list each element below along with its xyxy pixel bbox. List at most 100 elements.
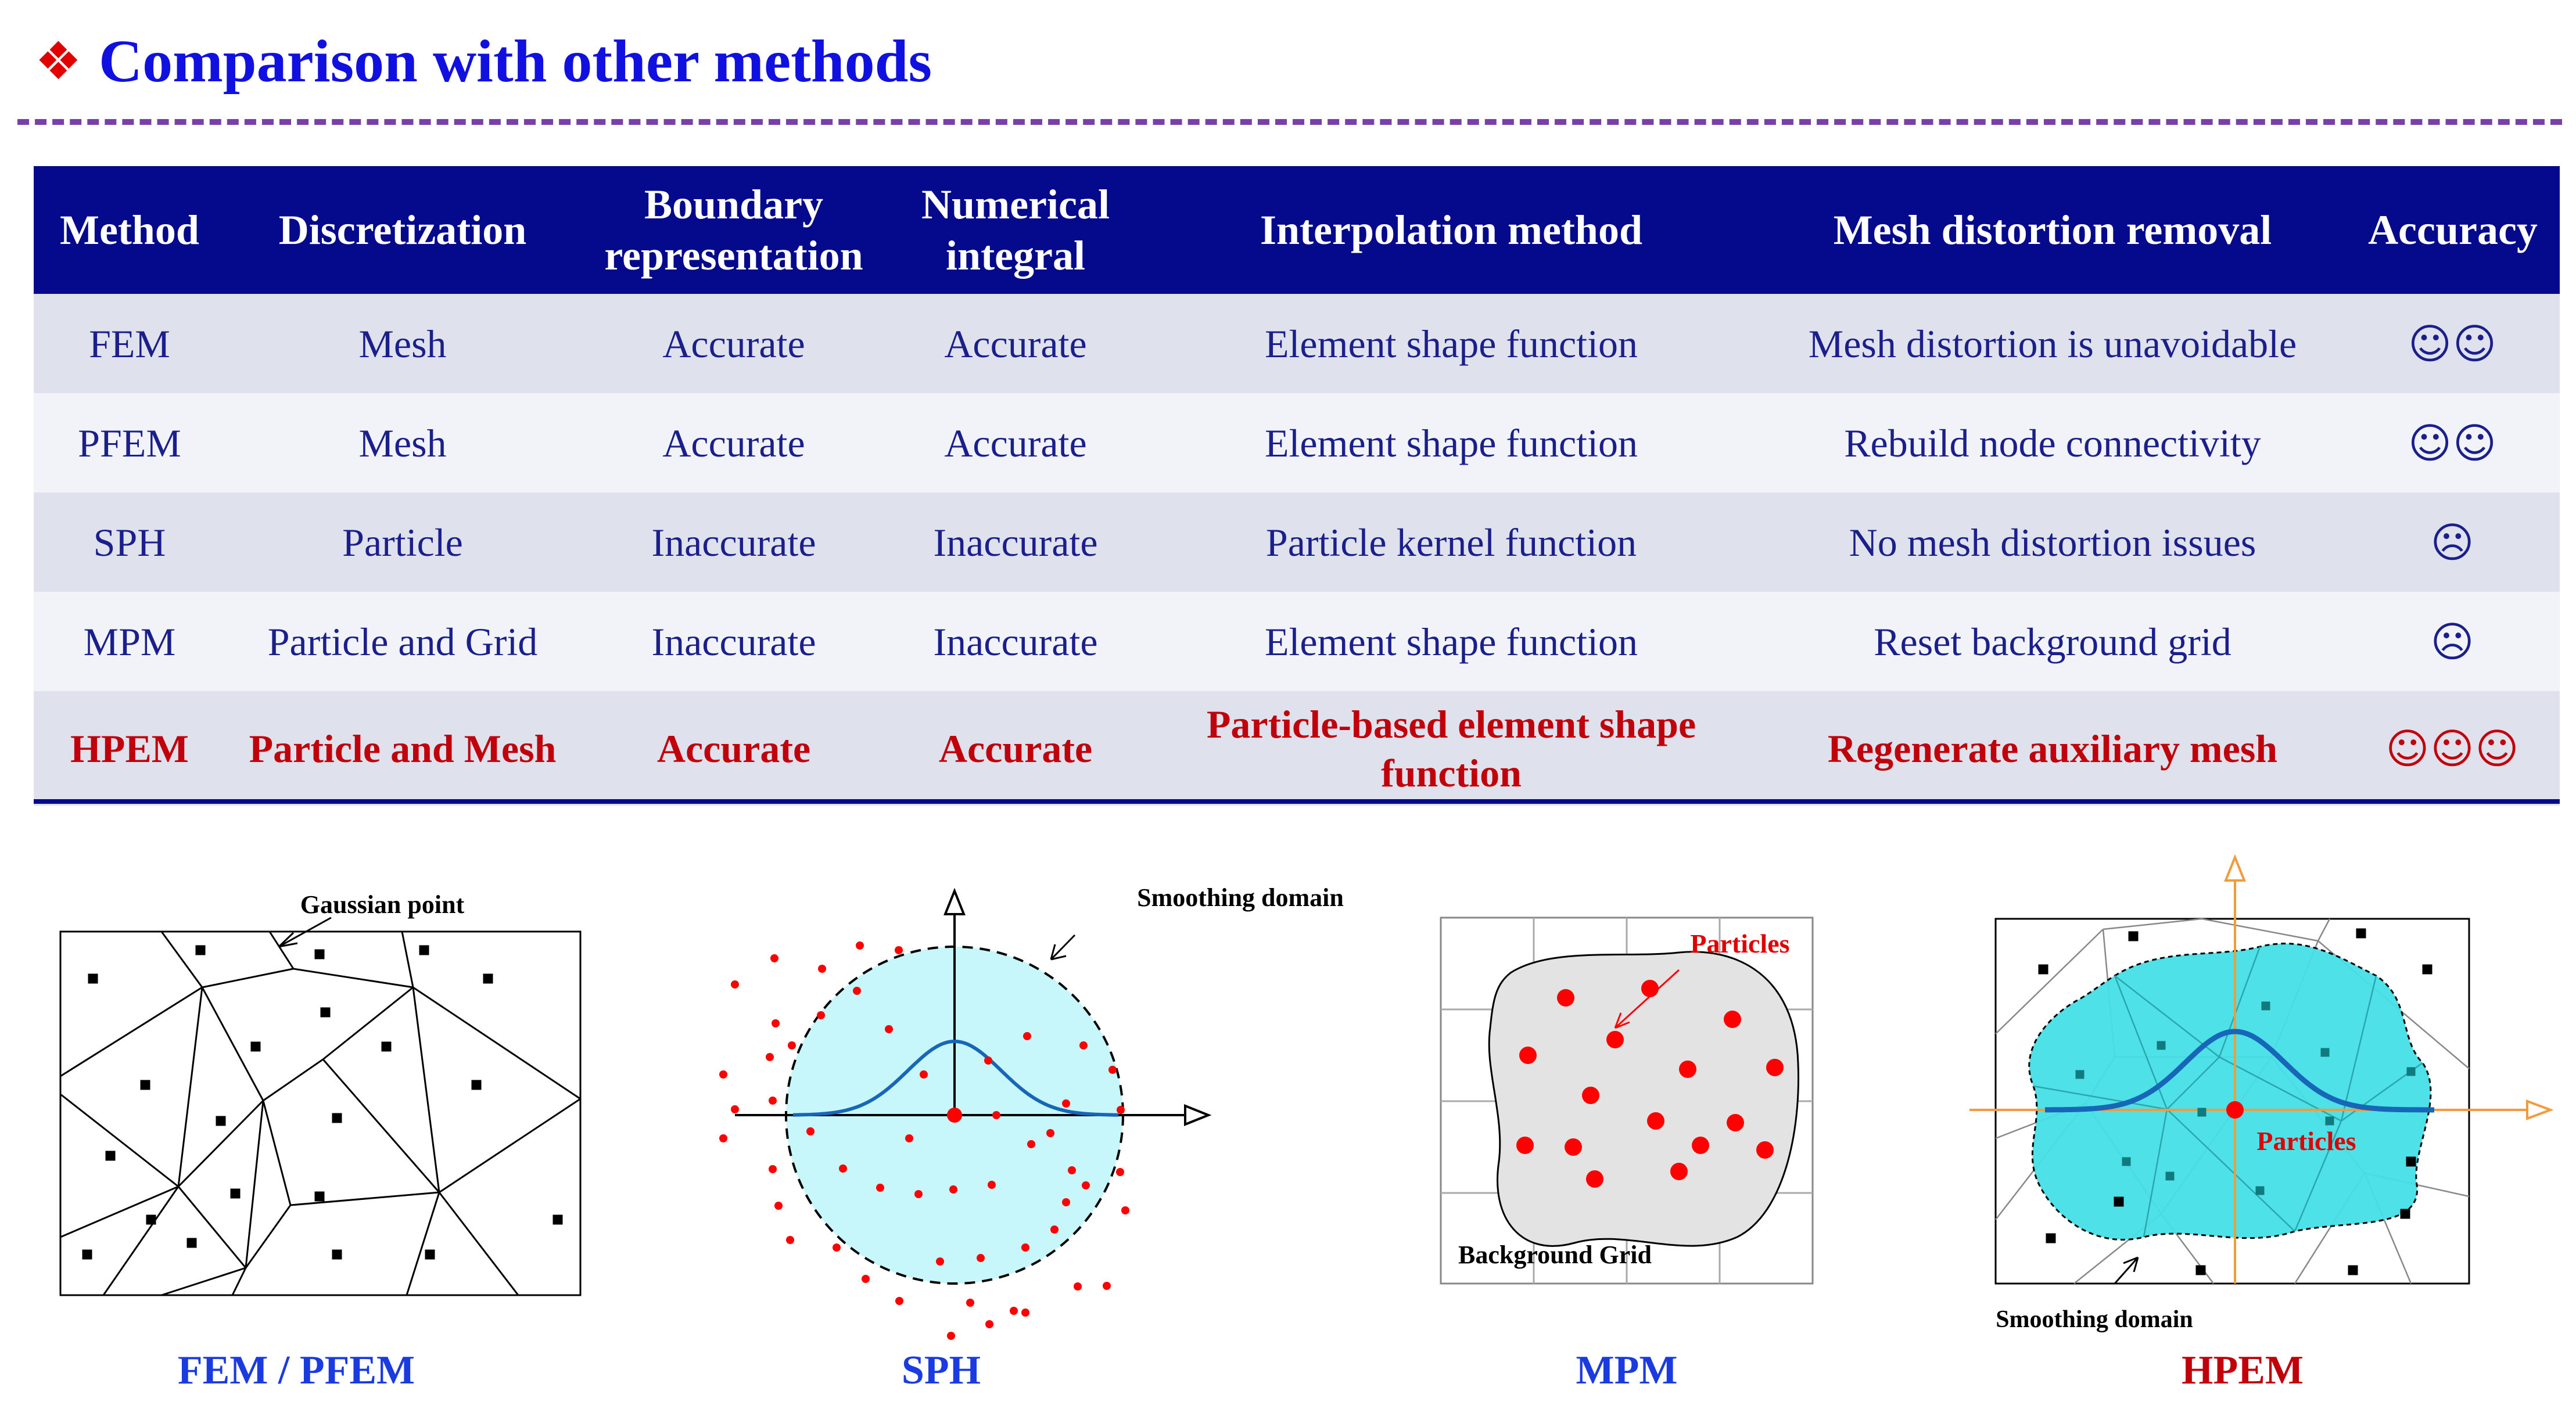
sph-particle (774, 1202, 783, 1210)
cell-accuracy-smiley-icon: ☺☺ (2408, 319, 2498, 368)
gaussian-point-marker (140, 1080, 150, 1090)
fem-domain-border (59, 930, 582, 1296)
cell-method: HPEM (70, 726, 189, 771)
mesh-node-marker (2114, 1196, 2124, 1207)
table-row: PFEM Mesh Accurate Accurate Element shap… (34, 393, 2560, 493)
sph-particle (1027, 1140, 1035, 1148)
sph-particle (806, 1127, 815, 1135)
sph-particle (920, 1070, 928, 1079)
mpm-particle (1724, 1011, 1741, 1028)
gaussian-point-marker (105, 1151, 116, 1161)
background-grid-label: Background Grid (1458, 1241, 1652, 1269)
sph-particle (719, 1070, 727, 1079)
dashed-divider (17, 119, 2562, 125)
sph-particle (769, 1165, 777, 1173)
mpm-particle (1582, 1087, 1599, 1104)
cell-integral: Accurate (938, 726, 1093, 771)
gaussian-point-marker (471, 1080, 482, 1090)
mesh-node-marker (2406, 1156, 2416, 1167)
center-particle (947, 1108, 962, 1123)
particle-node-marker (2197, 1108, 2207, 1117)
sph-particle (992, 1111, 1000, 1119)
sph-particle (817, 1011, 825, 1019)
particle-node-marker (2255, 1186, 2265, 1195)
sph-particle (1050, 1225, 1059, 1234)
particle-node-marker (2261, 1001, 2270, 1011)
gaussian-point-marker (419, 945, 429, 955)
table-header-row: Method Discretization Boundary represent… (34, 166, 2560, 294)
cell-accuracy-smiley-icon: ☺☺☺ (2385, 724, 2520, 773)
diamond-cluster-icon: ❖ (35, 30, 82, 92)
sph-particle (905, 1134, 913, 1142)
cell-method: SPH (93, 520, 166, 565)
gaussian-point-marker (381, 1041, 392, 1052)
gaussian-point-marker (314, 949, 325, 959)
sph-particle (1062, 1099, 1070, 1108)
particle-node-marker (2320, 1048, 2330, 1057)
column-header-boundary: Boundary representation (604, 181, 863, 279)
gaussian-point-marker (146, 1214, 156, 1225)
sph-particle (936, 1257, 944, 1266)
gaussian-point-marker (320, 1007, 331, 1018)
sph-particle (731, 980, 739, 989)
mpm-particle (1519, 1047, 1537, 1064)
cell-interpolation: Element shape function (1264, 321, 1638, 366)
sph-particle (1010, 1307, 1018, 1315)
cell-integral: Inaccurate (933, 619, 1098, 664)
gaussian-point-marker (195, 945, 206, 955)
particles-label: Particles (1690, 929, 1789, 958)
cell-integral: Inaccurate (933, 520, 1098, 565)
smoothing-domain-label: Smoothing domain (1996, 1306, 2193, 1333)
cell-method: FEM (89, 321, 170, 366)
cell-distortion: Reset background grid (1874, 619, 2231, 664)
cell-distortion: Rebuild node connectivity (1844, 420, 2261, 465)
cell-boundary: Accurate (662, 420, 805, 465)
column-header-integral: Numerical integral (921, 181, 1110, 279)
cell-method: MPM (83, 619, 176, 664)
caption-hpem: HPEM (2182, 1348, 2304, 1393)
sph-particle (788, 1041, 796, 1049)
mesh-node-marker (2038, 964, 2048, 975)
cell-interpolation: Element shape function (1264, 619, 1638, 664)
table-row: MPM Particle and Grid Inaccurate Inaccur… (34, 592, 2560, 691)
caption-fem-pfem: FEM / PFEM (177, 1348, 415, 1393)
sph-particle (766, 1053, 774, 1061)
sph-particle (1021, 1243, 1029, 1252)
mpm-particle (1565, 1138, 1582, 1156)
table-row-highlight: HPEM Particle and Mesh Accurate Accurate… (34, 691, 2560, 806)
sph-particle (856, 941, 864, 950)
particle-node-marker (2325, 1116, 2334, 1126)
table-row: FEM Mesh Accurate Accurate Element shape… (34, 294, 2560, 393)
mpm-particle (1756, 1141, 1774, 1159)
mesh-node-marker (2128, 931, 2139, 941)
gaussian-point-marker (186, 1238, 197, 1248)
sph-particle (947, 1332, 955, 1340)
cell-interpolation: Particle kernel function (1265, 520, 1637, 565)
mesh-node-marker (2046, 1233, 2056, 1243)
sph-particle (731, 1105, 739, 1113)
cell-accuracy-frown-icon: ☹ (2430, 517, 2475, 567)
mpm-particle (1692, 1137, 1709, 1154)
mesh-node-marker (2356, 928, 2366, 939)
sph-particle (1068, 1166, 1076, 1174)
caption-mpm: MPM (1576, 1348, 1678, 1393)
title-row: ❖ Comparison with other methods (35, 17, 932, 105)
gaussian-point-marker (332, 1249, 342, 1260)
sph-particle (1062, 1198, 1070, 1206)
sph-particle (770, 954, 778, 962)
sph-particle (1046, 1129, 1054, 1137)
column-header-distortion: Mesh distortion removal (1833, 207, 2272, 253)
hpem-kernel-curve (2045, 1029, 2434, 1113)
gaussian-point-marker (314, 1191, 325, 1202)
cell-accuracy-smiley-icon: ☺☺ (2408, 418, 2498, 468)
sph-particle (833, 1243, 841, 1252)
mpm-particle (1670, 1163, 1688, 1180)
gaussian-point-marker (88, 973, 98, 984)
fem-mesh-diagram: Gaussian point (59, 890, 582, 1296)
sph-particle (988, 1181, 996, 1189)
sph-particle (719, 1134, 727, 1142)
cell-discretization: Mesh (358, 321, 447, 366)
sph-particle (1116, 1168, 1124, 1176)
sph-particle (839, 1164, 847, 1173)
mesh-node-marker (2400, 1209, 2410, 1219)
